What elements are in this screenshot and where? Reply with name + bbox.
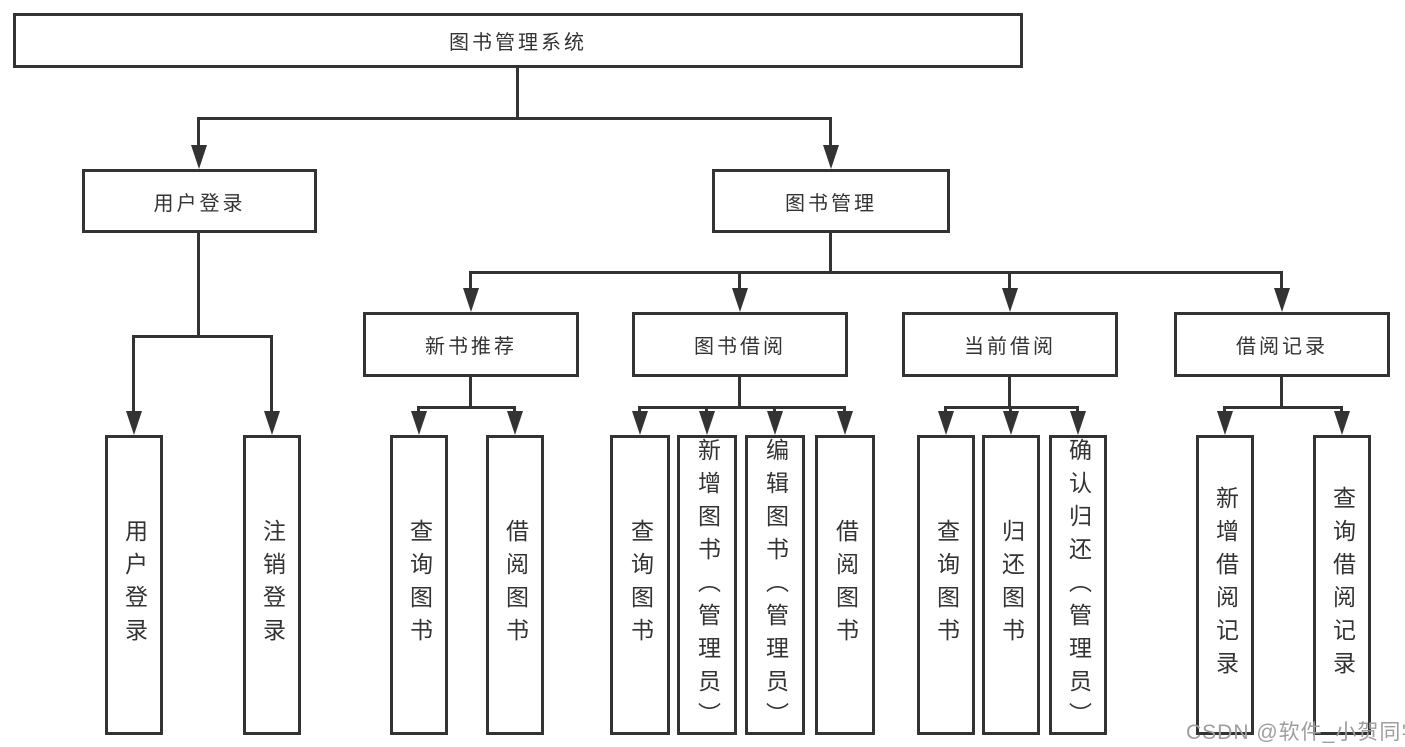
connector-stub	[1280, 377, 1283, 408]
connector-stub	[469, 377, 472, 408]
arrowhead-down-icon	[1334, 411, 1350, 435]
leaf-query-books-current: 查询图书	[917, 435, 975, 735]
connector-shaft	[270, 335, 273, 415]
arrowhead-down-icon	[463, 288, 479, 312]
leaf-user-login: 用户登录	[105, 435, 163, 735]
leaf-add-book-admin: 新增图书（管理员）	[677, 435, 737, 735]
node-root-label: 图书管理系统	[449, 32, 587, 54]
connector-shaft	[738, 271, 741, 291]
connector-book-mgmt-stub	[829, 233, 832, 273]
node-book-management: 图书管理	[712, 169, 950, 233]
leaf-query-books-current-label: 查询图书	[933, 519, 960, 651]
connector-shaft	[1280, 271, 1283, 291]
connector-user-login-stub	[197, 233, 200, 336]
connector-leaf-fan	[1223, 406, 1343, 409]
connector-root-fan	[197, 117, 832, 120]
leaf-edit-book-admin-label: 编辑图书（管理员）	[762, 438, 789, 735]
node-book-borrow: 图书借阅	[632, 312, 848, 377]
arrowhead-down-icon	[1274, 288, 1290, 312]
leaf-query-books-borrow: 查询图书	[610, 435, 670, 735]
leaf-confirm-return-admin: 确认归还（管理员）	[1049, 435, 1107, 735]
leaf-user-login-label: 用户登录	[121, 519, 148, 651]
connector-root-stub	[516, 68, 519, 118]
arrowhead-down-icon	[1217, 411, 1233, 435]
leaf-confirm-return-admin-label: 确认归还（管理员）	[1065, 438, 1092, 735]
leaf-logout: 注销登录	[243, 435, 301, 735]
leaf-edit-book-admin: 编辑图书（管理员）	[745, 435, 805, 735]
connector-shaft	[132, 335, 135, 415]
node-new-book-recommend-label: 新书推荐	[425, 336, 517, 358]
leaf-add-borrow-record-label: 新增借阅记录	[1212, 486, 1239, 684]
leaf-query-borrow-record: 查询借阅记录	[1313, 435, 1371, 735]
arrowhead-down-icon	[938, 411, 954, 435]
leaf-return-book: 归还图书	[982, 435, 1040, 735]
leaf-borrow-books-recommend: 借阅图书	[486, 435, 544, 735]
leaf-borrow-books-borrow-label: 借阅图书	[832, 519, 859, 651]
leaf-logout-label: 注销登录	[259, 519, 286, 651]
node-user-login: 用户登录	[82, 169, 317, 233]
connector-shaft	[197, 117, 200, 147]
leaf-add-borrow-record: 新增借阅记录	[1196, 435, 1254, 735]
arrowhead-down-icon	[823, 145, 839, 169]
node-current-borrow: 当前借阅	[902, 312, 1118, 377]
node-new-book-recommend: 新书推荐	[363, 312, 579, 377]
arrowhead-down-icon	[699, 411, 715, 435]
connector-stub	[1008, 377, 1011, 408]
leaf-return-book-label: 归还图书	[998, 519, 1025, 651]
arrowhead-down-icon	[1002, 288, 1018, 312]
connector-stub	[738, 377, 741, 408]
leaf-query-books-borrow-label: 查询图书	[627, 519, 654, 651]
node-book-borrow-label: 图书借阅	[694, 336, 786, 358]
connector-user-login-fan	[132, 335, 273, 338]
connector-leaf-fan	[417, 406, 516, 409]
arrowhead-down-icon	[264, 411, 280, 435]
arrowhead-down-icon	[1003, 411, 1019, 435]
connector-shaft	[1008, 271, 1011, 291]
leaf-borrow-books-borrow: 借阅图书	[815, 435, 875, 735]
node-borrow-records: 借阅记录	[1174, 312, 1390, 377]
arrowhead-down-icon	[411, 411, 427, 435]
leaf-query-books-recommend: 查询图书	[390, 435, 448, 735]
connector-leaf-fan	[638, 406, 846, 409]
connector-shaft	[469, 271, 472, 291]
arrowhead-down-icon	[126, 411, 142, 435]
node-book-management-label: 图书管理	[785, 192, 877, 215]
node-user-login-label: 用户登录	[153, 192, 246, 215]
leaf-borrow-books-recommend-label: 借阅图书	[502, 519, 529, 651]
leaf-add-book-admin-label: 新增图书（管理员）	[694, 438, 721, 735]
leaf-query-borrow-record-label: 查询借阅记录	[1329, 486, 1356, 684]
arrowhead-down-icon	[507, 411, 523, 435]
leaf-query-books-recommend-label: 查询图书	[406, 519, 433, 651]
connector-shaft	[829, 117, 832, 147]
arrowhead-down-icon	[1070, 411, 1086, 435]
csdn-watermark: CSDN @软件_小贺同学	[1186, 721, 1405, 744]
arrowhead-down-icon	[732, 288, 748, 312]
node-current-borrow-label: 当前借阅	[964, 336, 1056, 358]
arrowhead-down-icon	[767, 411, 783, 435]
connector-book-mgmt-fan	[469, 271, 1283, 274]
arrowhead-down-icon	[191, 145, 207, 169]
arrowhead-down-icon	[837, 411, 853, 435]
arrowhead-down-icon	[632, 411, 648, 435]
node-root: 图书管理系统	[13, 13, 1023, 68]
node-borrow-records-label: 借阅记录	[1236, 336, 1328, 358]
